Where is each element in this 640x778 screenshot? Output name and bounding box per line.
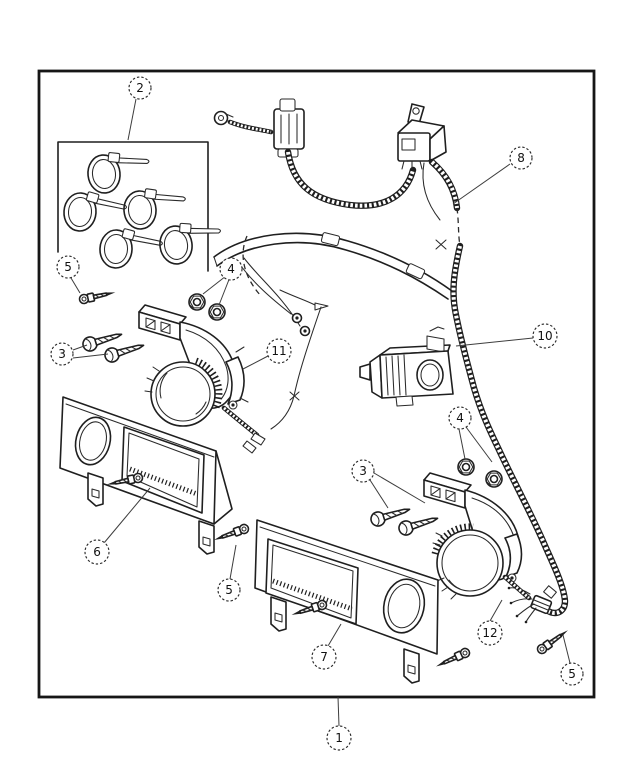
callout-3-left: 3 (50, 342, 74, 366)
jumper-cable (213, 232, 453, 337)
callout-2: 2 (128, 76, 152, 100)
ring-terminal (213, 110, 229, 126)
cable-tie (61, 189, 129, 235)
lens-right (436, 529, 504, 597)
callout-circle (311, 644, 337, 670)
callout-number: 10 (537, 329, 552, 343)
callout-number: 8 (517, 151, 525, 165)
leader-line-3-left (72, 353, 109, 359)
callout-circle (532, 323, 558, 349)
callout-12: 12 (477, 620, 503, 646)
leader-lines (70, 98, 571, 727)
bezel-left (59, 396, 233, 555)
leader-line-8 (452, 163, 511, 205)
fog-lamp-right (423, 472, 532, 601)
leader-line-1 (337, 696, 340, 727)
callout-number: 5 (568, 667, 576, 681)
callout-number: 6 (93, 545, 101, 559)
pilot-screw (211, 522, 251, 545)
callout-circle (128, 76, 152, 100)
fog-lamp-left (138, 304, 266, 454)
callout-3-right: 3 (351, 459, 375, 483)
callout-circle (217, 578, 241, 602)
callout-4-right: 4 (448, 406, 472, 430)
callout-10: 10 (532, 323, 558, 349)
callout-number: 3 (359, 464, 367, 478)
cable-tie (98, 226, 164, 272)
callout-4-left: 4 (219, 257, 243, 281)
leader-line-3-left (72, 344, 88, 351)
callout-circle (266, 338, 292, 364)
diagram-border (37, 69, 596, 699)
callout-8: 8 (509, 146, 533, 170)
callout-5-center: 5 (217, 578, 241, 602)
leader-line-5-center (229, 544, 237, 580)
pilot-screw (433, 646, 472, 672)
wiring-harness (213, 98, 569, 624)
callout-5-right: 5 (560, 662, 584, 686)
callout-number: 1 (335, 731, 343, 745)
callout-number: 4 (227, 262, 235, 276)
pilot-screw (534, 625, 572, 657)
cable-tie (85, 147, 153, 196)
leader-line-3-right (373, 472, 426, 504)
cable-tie (121, 185, 189, 231)
callout-circle (326, 725, 352, 751)
callout-number: 4 (456, 411, 464, 425)
hex-nut (485, 470, 503, 488)
leader-line-3-right (369, 479, 389, 509)
leader-line-12 (489, 599, 503, 622)
leader-line-5-right (562, 634, 571, 664)
callout-circle (219, 257, 243, 281)
callout-number: 3 (58, 347, 66, 361)
bezel-right (254, 519, 439, 684)
callout-5-left: 5 (56, 255, 80, 279)
callout-circle (477, 620, 503, 646)
callout-circle (560, 662, 584, 686)
callout-11: 11 (266, 338, 292, 364)
lens-left (150, 361, 216, 427)
leader-line-4-right (465, 426, 493, 463)
mounting-screw (80, 326, 125, 354)
leader-line-4-left (202, 275, 227, 295)
hex-nut (188, 293, 206, 311)
mounting-screw (396, 510, 441, 538)
leader-line-4-right (458, 428, 466, 460)
cable-tie-pack (57, 141, 225, 272)
callout-number: 5 (64, 260, 72, 274)
callout-circle (509, 146, 533, 170)
callout-number: 5 (225, 583, 233, 597)
callout-1: 1 (326, 725, 352, 751)
leader-line-4-left (218, 276, 231, 306)
callout-number: 2 (136, 81, 144, 95)
callout-7: 7 (311, 644, 337, 670)
callout-number: 7 (320, 650, 328, 664)
callout-circle (351, 459, 375, 483)
callout-circle (84, 539, 110, 565)
callout-circle (56, 255, 80, 279)
callout-circle (50, 342, 74, 366)
relay (397, 103, 447, 170)
fog-lamp-switch (359, 326, 454, 407)
leader-line-2 (127, 98, 137, 141)
harness-connector (530, 594, 553, 615)
hex-nut (457, 458, 475, 476)
leader-line-7 (327, 623, 342, 647)
callout-6: 6 (84, 539, 110, 565)
leader-line-6 (103, 487, 151, 544)
leader-line-5-left (70, 277, 81, 294)
callout-number: 11 (271, 344, 286, 358)
mounting-screw (102, 337, 147, 365)
hex-nut (208, 303, 226, 321)
fuse-holder (273, 98, 305, 158)
callout-circle (448, 406, 472, 430)
leader-line-10 (455, 337, 534, 347)
pilot-screw (77, 287, 118, 306)
callout-number: 12 (482, 626, 497, 640)
leader-line-11 (242, 355, 269, 370)
